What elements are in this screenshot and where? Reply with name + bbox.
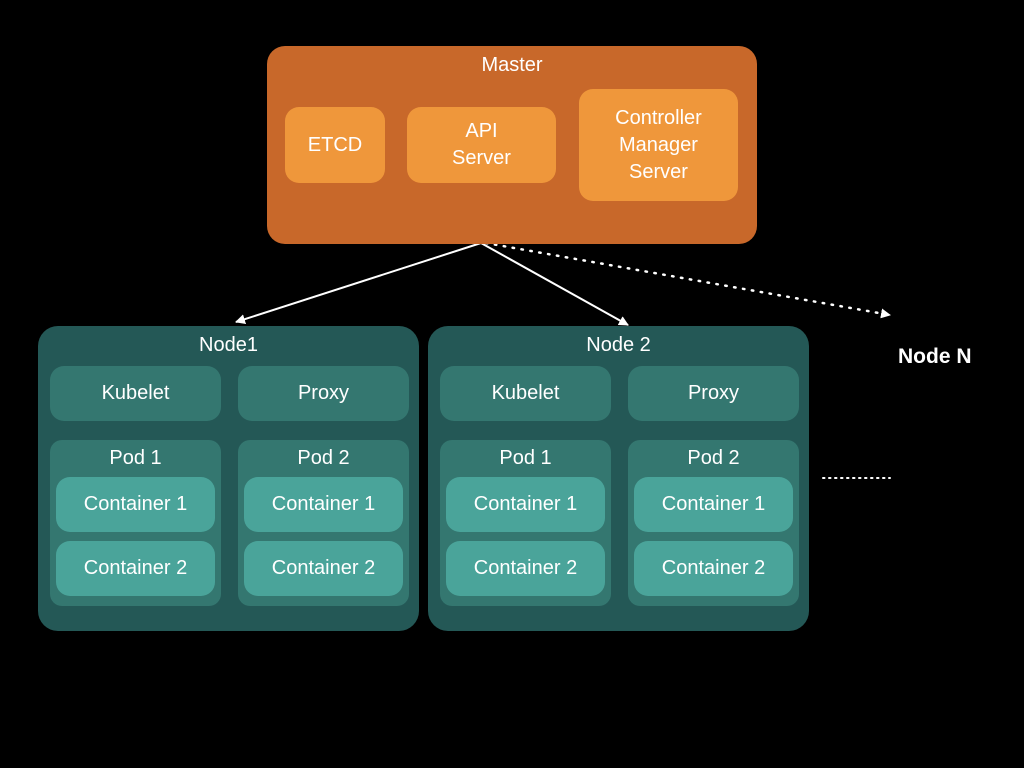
master-box: Master ETCD API Server Controller Manage…	[267, 46, 757, 244]
kubelet-box: Kubelet	[50, 366, 221, 421]
pod-title: Pod 2	[297, 447, 350, 469]
pod-1-box: Pod 1 Container 1 Container 2	[440, 440, 611, 606]
etcd-box: ETCD	[285, 107, 385, 183]
arrow-master-to-node-n	[484, 241, 892, 319]
container-label: Container 1	[271, 493, 376, 515]
kubelet-label: Kubelet	[491, 382, 560, 404]
pod-2-box: Pod 2 Container 1 Container 2	[628, 440, 799, 606]
container-label: Container 1	[473, 493, 578, 515]
api-server-box: API Server	[407, 107, 556, 183]
container-1-box: Container 1	[56, 477, 215, 532]
arrow-master-to-node1	[235, 242, 482, 324]
kubelet-label: Kubelet	[101, 382, 170, 404]
node-n-label: Node N	[898, 345, 972, 368]
container-2-box: Container 2	[446, 541, 605, 596]
container-1-box: Container 1	[244, 477, 403, 532]
pod-title: Pod 1	[109, 447, 162, 469]
container-label: Container 2	[661, 557, 766, 579]
container-2-box: Container 2	[244, 541, 403, 596]
container-label: Container 2	[83, 557, 188, 579]
pod-2-box: Pod 2 Container 1 Container 2	[238, 440, 409, 606]
container-2-box: Container 2	[56, 541, 215, 596]
node-title: Node 2	[586, 334, 651, 356]
controller-manager-box: Controller Manager Server	[579, 89, 738, 201]
container-label: Container 2	[473, 557, 578, 579]
container-2-box: Container 2	[634, 541, 793, 596]
proxy-box: Proxy	[238, 366, 409, 421]
kubelet-box: Kubelet	[440, 366, 611, 421]
node-2-box: Node 2 Kubelet Proxy Pod 1 Container 1 C…	[428, 326, 809, 631]
node-title: Node1	[199, 334, 258, 356]
container-label: Container 2	[271, 557, 376, 579]
pod-title: Pod 1	[499, 447, 552, 469]
container-label: Container 1	[83, 493, 188, 515]
container-1-box: Container 1	[634, 477, 793, 532]
arrow-master-to-node2	[480, 242, 629, 326]
api-server-label: API Server	[452, 120, 511, 169]
controller-manager-label: Controller Manager Server	[615, 106, 702, 183]
pod-1-box: Pod 1 Container 1 Container 2	[50, 440, 221, 606]
proxy-label: Proxy	[297, 382, 350, 404]
etcd-label: ETCD	[307, 133, 363, 156]
pod-title: Pod 2	[687, 447, 740, 469]
node-1-box: Node1 Kubelet Proxy Pod 1 Container 1 Co…	[38, 326, 419, 631]
container-label: Container 1	[661, 493, 766, 515]
master-title: Master	[481, 54, 543, 76]
container-1-box: Container 1	[446, 477, 605, 532]
proxy-box: Proxy	[628, 366, 799, 421]
proxy-label: Proxy	[687, 382, 740, 404]
